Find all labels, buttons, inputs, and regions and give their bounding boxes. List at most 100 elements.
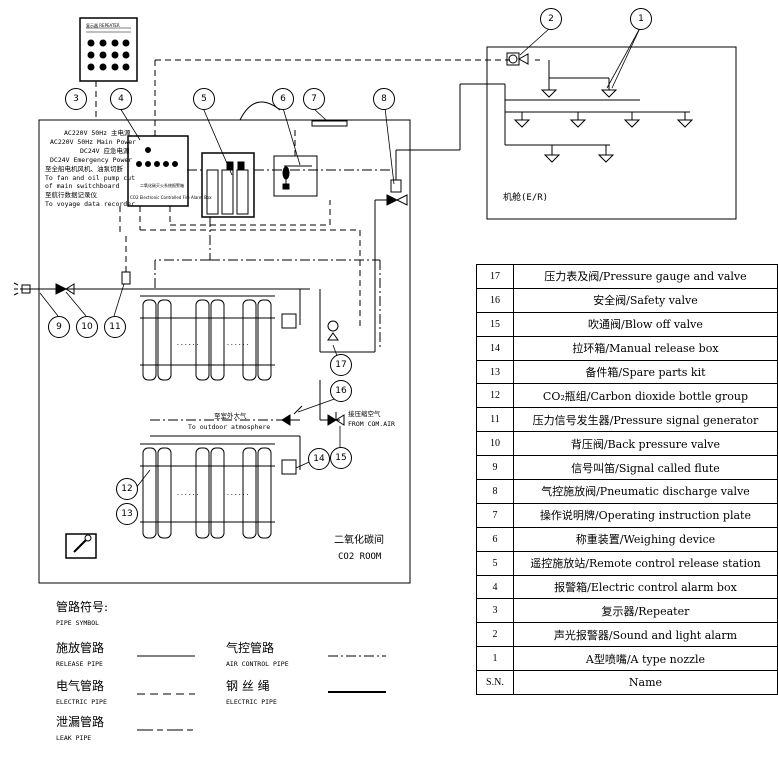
callout-10: 10	[76, 316, 98, 338]
comair-label-cn: 接压缩空气	[348, 410, 381, 418]
legend-name: 声光报警器/Sound and light alarm	[512, 622, 778, 648]
pipe-symbol-samples	[137, 655, 386, 731]
cylinder-groups	[140, 295, 275, 539]
release-pipe-label-en: RELEASE PIPE	[56, 660, 103, 668]
power-note-9: To voyage data recorder	[45, 200, 136, 208]
legend-sn: 12	[476, 383, 514, 409]
remote-release-station	[201, 152, 255, 218]
pneumatic-discharge-valve	[386, 179, 408, 206]
legend-sn: 13	[476, 359, 514, 385]
legend-name: 报警箱/Electric control alarm box	[512, 574, 778, 600]
callout-7: 7	[303, 88, 325, 110]
legend-name: 操作说明牌/Operating instruction plate	[512, 502, 778, 528]
legend-name: 气控施放阀/Pneumatic discharge valve	[512, 479, 778, 504]
legend-name: 背压阀/Back pressure valve	[512, 431, 778, 457]
legend-name: 遥控施放站/Remote control release station	[512, 550, 778, 576]
pressure-gauge	[327, 320, 339, 341]
legend-sn: 6	[476, 526, 514, 552]
power-note-8: 至航行数据记录仪	[45, 191, 97, 199]
legend-name: 复示器/Repeater	[512, 598, 778, 624]
co2-room-label-cn: 二氧化碳间	[334, 535, 384, 546]
legend-header-sn: S.N.	[476, 670, 514, 696]
callout-4: 4	[110, 88, 132, 110]
legend-name: 吹通阀/Blow off valve	[512, 311, 778, 337]
legend-sn: 15	[476, 311, 514, 337]
cylinder-dots-2: ......	[226, 339, 250, 347]
cylinder-dots-1: ......	[176, 339, 200, 347]
legend-sn: 7	[476, 502, 514, 528]
legend-name: 安全阀/Safety valve	[512, 287, 778, 313]
signal-flute	[13, 282, 31, 296]
legend-sn: 4	[476, 574, 514, 600]
blow-off-valve	[327, 412, 345, 426]
pipe-symbol-title: 管路符号:	[56, 600, 109, 614]
callout-6: 6	[272, 88, 294, 110]
callout-15: 15	[330, 447, 352, 469]
legend-name: 压力信号发生器/Pressure signal generator	[512, 407, 778, 433]
legend-header-row: S.N. Name	[476, 670, 778, 696]
cylinder-dots-3: ......	[176, 489, 200, 497]
operating-instruction-plate	[311, 120, 348, 127]
engine-room-label: 机舱(E/R)	[503, 193, 549, 203]
power-note-7: of main switchboard	[45, 182, 120, 190]
callout-1: 1	[630, 8, 652, 30]
callout-17: 17	[330, 354, 352, 376]
legend-name: 拉环箱/Manual release box	[512, 335, 778, 361]
callout-3: 3	[65, 88, 87, 110]
power-note-6: To fan and oil pump cut	[45, 174, 136, 182]
power-note-1: AC220V 50Hz 主电源	[64, 129, 131, 137]
legend-sn: 16	[476, 287, 514, 313]
callout-13: 13	[116, 503, 138, 525]
comair-label-en: FROM COM.AIR	[348, 420, 395, 428]
callout-11: 11	[104, 316, 126, 338]
callout-5: 5	[193, 88, 215, 110]
legend-sn: 2	[476, 622, 514, 648]
legend-header-name: Name	[512, 670, 778, 696]
electric-pipe-label-en: ELECTRIC PIPE	[56, 698, 107, 706]
engine-room-pipes	[504, 60, 690, 155]
legend-name: CO₂瓶组/Carbon dioxide bottle group	[512, 383, 778, 409]
pipe-symbol-title-en: PIPE SYMBOL	[56, 619, 100, 627]
co2-room-boundary	[38, 119, 411, 584]
legend-sn: 1	[476, 646, 514, 672]
legend-name: 信号叫笛/Signal called flute	[512, 455, 778, 481]
power-note-2: AC220V 50Hz Main Power	[50, 138, 137, 146]
nozzles	[513, 89, 694, 163]
wire-rope-label-en: ELECTRIC PIPE	[226, 698, 277, 706]
outdoor-label-cn: 至室外大气	[214, 412, 247, 420]
callout-2: 2	[540, 8, 562, 30]
callout-16: 16	[330, 380, 352, 402]
legend-sn: 9	[476, 455, 514, 481]
callout-12: 12	[116, 478, 138, 500]
legend-sn: 14	[476, 335, 514, 361]
callout-14: 14	[308, 448, 330, 470]
alarm-box	[127, 135, 189, 207]
release-pipe-label: 施放管路	[56, 641, 105, 655]
repeater-panel	[79, 17, 138, 82]
spare-parts-kit	[65, 533, 97, 559]
legend-sn: 5	[476, 550, 514, 576]
outdoor-label-en: To outdoor atmosphere	[188, 423, 271, 431]
legend-sn: 8	[476, 479, 514, 504]
alarm-box-label-cn: 二氧化碳灭火系统报警箱	[140, 183, 184, 188]
back-pressure-valve	[55, 283, 75, 295]
power-note-5: 至全船电机风机、油泵切断	[45, 165, 123, 173]
legend-sn: 10	[476, 431, 514, 457]
legend-sn: 17	[476, 264, 514, 289]
legend-name: 称重装置/Weighing device	[512, 526, 778, 552]
